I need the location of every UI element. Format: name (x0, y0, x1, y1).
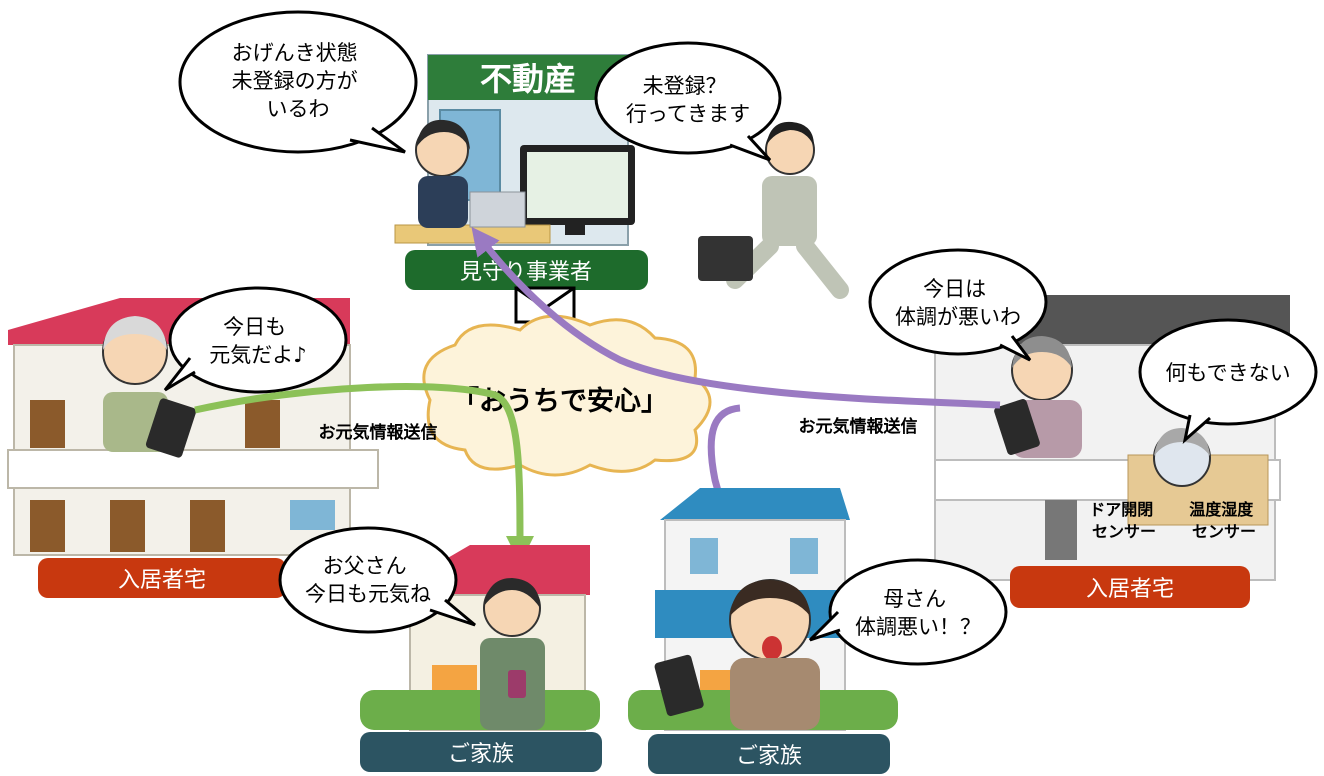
svg-text:お父さん 今日も元気ね: お父さん 今日も元気ね (305, 554, 431, 606)
arrow-purple-to-operator (471, 226, 1001, 409)
svg-text:ドア開閉 センサー: ドア開閉 センサー (1089, 500, 1159, 541)
arrow-label-right: お元気情報送信 (799, 416, 918, 437)
bubble-runner: 未登録？ 行ってきます (594, 41, 782, 162)
family-left-label: ご家族 (360, 732, 602, 772)
bubble-resident-left: 今日も 元気だよ♪ (163, 286, 348, 394)
operator-label: 見守り事業者 (405, 250, 648, 290)
smartphone-icon-family-right (654, 654, 704, 717)
staff-runner (698, 121, 849, 299)
real-estate-office: 不動産 (394, 54, 635, 246)
office-sign: 不動産 (480, 60, 576, 98)
bubble-staff: おげんき状態 未登録の方が いるわ (178, 10, 418, 154)
smartphone-icon-right (994, 399, 1040, 455)
svg-text:今日も 元気だよ♪: 今日も 元気だよ♪ (209, 315, 306, 367)
svg-text:入居者宅: 入居者宅 (1086, 577, 1174, 602)
svg-text:見守り事業者: 見守り事業者 (460, 260, 592, 285)
svg-text:入居者宅: 入居者宅 (118, 568, 206, 593)
svg-text:温度湿度 センサー: 温度湿度 センサー (1188, 500, 1259, 541)
smartphone-icon (145, 398, 197, 458)
family-house-left (360, 545, 600, 731)
arrow-label-left: お元気情報送信 (319, 422, 438, 443)
svg-text:未登録？ 行ってきます: 未登録？ 行ってきます (626, 74, 750, 126)
briefcase-icon (698, 236, 753, 281)
sensor-temp-label: 温度湿度 センサー (1188, 500, 1259, 541)
bubble-resident-right-woman: 今日は 体調が悪いわ (868, 248, 1048, 362)
service-cloud: 「おうちで安心」 (422, 314, 712, 477)
sensor-door-label: ドア開閉 センサー (1089, 500, 1159, 541)
arrow-green (194, 383, 534, 564)
svg-text:何もできない: 何もできない (1165, 361, 1290, 385)
resident-left-label: 入居者宅 (38, 558, 286, 598)
smartphone-icon-family-left (508, 670, 526, 698)
svg-text:ご家族: ご家族 (736, 744, 802, 769)
bubble-family-right: 母さん 体調悪い！？ (808, 558, 1008, 666)
svg-text:おげんき状態 未登録の方が いるわ: おげんき状態 未登録の方が いるわ (232, 41, 365, 121)
svg-text:母さん 体調悪い！？: 母さん 体調悪い！？ (855, 587, 981, 639)
family-house-right (628, 488, 898, 731)
bubble-resident-right-elder: 何もできない (1138, 318, 1318, 445)
family-right-label: ご家族 (648, 734, 890, 774)
resident-right-label: 入居者宅 (1010, 566, 1250, 608)
bubble-family-left: お父さん 今日も元気ね (278, 526, 476, 634)
svg-text:今日は 体調が悪いわ: 今日は 体調が悪いわ (895, 277, 1021, 329)
svg-text:ご家族: ご家族 (448, 742, 514, 767)
